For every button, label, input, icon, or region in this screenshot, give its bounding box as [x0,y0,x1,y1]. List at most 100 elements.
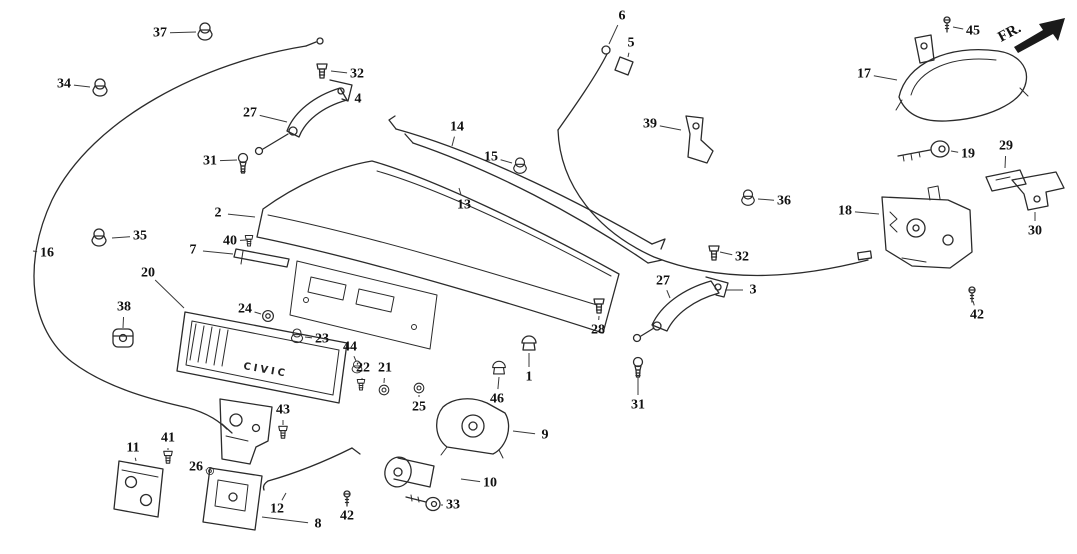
cable-bracket-39 [685,115,714,164]
callout-43: 43 [276,403,290,418]
callout-15: 15 [484,150,498,165]
leader-line-2 [227,213,256,218]
clip-36 [741,189,755,206]
callout-layer: 3734324273114151365394517192936183016352… [32,9,1042,532]
callout-35: 35 [133,229,147,244]
callout-42: 42 [970,308,984,323]
bolt-32-left [316,63,328,79]
bolt-22 [356,379,366,391]
leader-line-14 [451,136,455,147]
callout-14: 14 [450,120,464,135]
latch-bracket [113,460,164,518]
callout-19: 19 [961,147,975,162]
clip-15 [513,157,527,174]
callout-27: 27 [243,106,257,121]
callout-1: 1 [526,370,533,385]
leader-line-20 [154,279,185,309]
clip-23 [290,328,304,344]
leader-line-17 [873,75,898,81]
leader-line-19 [950,150,959,153]
callout-20: 20 [141,266,155,281]
clip-35 [91,228,107,247]
callout-26: 26 [189,460,203,475]
callout-3: 3 [750,283,757,298]
callout-41: 41 [161,431,175,446]
callout-36: 36 [777,194,791,209]
callout-27: 27 [656,274,670,289]
latch-rod [262,447,361,491]
trunk-garnish [895,34,1029,122]
callout-44: 44 [343,340,357,355]
leader-line-32 [719,251,733,256]
callout-31: 31 [203,154,217,169]
callout-8: 8 [315,517,322,532]
opener-cable [557,45,873,277]
leader-line-15 [500,159,513,164]
callout-2: 2 [215,206,222,221]
nut-24 [262,310,274,322]
leader-line-31 [219,159,238,162]
leader-line-13 [458,187,462,196]
leader-line-9 [512,430,536,435]
bolt-41 [163,450,173,464]
leader-line-7 [202,250,234,255]
callout-9: 9 [542,428,549,443]
callout-42: 42 [340,509,354,524]
callout-37: 37 [153,26,167,41]
screw-42-right [968,286,976,303]
bumper-46 [492,360,506,375]
release-cable [33,37,324,434]
striker-plates [985,169,1065,211]
leader-line-5 [627,52,630,58]
leader-line-27 [259,114,288,123]
garnish-text: CIVIC [242,361,288,380]
torsion-bars [388,115,666,264]
nut-25 [413,382,425,394]
leader-line-16 [32,250,38,253]
callout-32: 32 [350,67,364,82]
leader-line-18 [854,211,880,215]
bolt-32-right [708,245,720,261]
screw-42-left [343,490,351,507]
callout-30: 30 [1028,224,1042,239]
bumper-1 [521,335,537,351]
callout-45: 45 [966,24,980,39]
callout-33: 33 [446,498,460,513]
leader-line-27 [666,290,671,299]
leader-line-34 [73,84,91,88]
stud-31-left [237,152,249,174]
leader-line-42 [972,300,975,306]
master-key [897,140,950,162]
leader-line-24 [254,311,262,315]
callout-23: 23 [315,332,329,347]
screw-45 [943,16,951,33]
leader-line-38 [122,316,125,329]
leader-line-29 [1004,155,1007,169]
leader-line-6 [608,24,619,45]
callout-6: 6 [619,9,626,24]
callout-5: 5 [628,36,635,51]
leader-line-4 [348,95,351,97]
bolt-40 [244,235,254,247]
leader-line-39 [659,125,682,131]
leader-line-37 [169,31,197,34]
leader-line-45 [952,26,964,30]
callout-11: 11 [126,441,139,456]
callout-28: 28 [591,323,605,338]
callout-10: 10 [483,476,497,491]
bolt-43 [278,425,288,439]
callout-40: 40 [223,234,237,249]
callout-24: 24 [238,302,252,317]
callout-31: 31 [631,398,645,413]
clip-34 [92,78,108,97]
cylinder-housing [436,398,510,459]
leader-line-35 [111,236,131,239]
callout-34: 34 [57,77,71,92]
stud-31-right [632,356,644,378]
callout-25: 25 [412,400,426,415]
leader-line-46 [497,376,500,390]
fr-label: FR. [995,20,1024,45]
callout-22: 22 [356,361,370,376]
